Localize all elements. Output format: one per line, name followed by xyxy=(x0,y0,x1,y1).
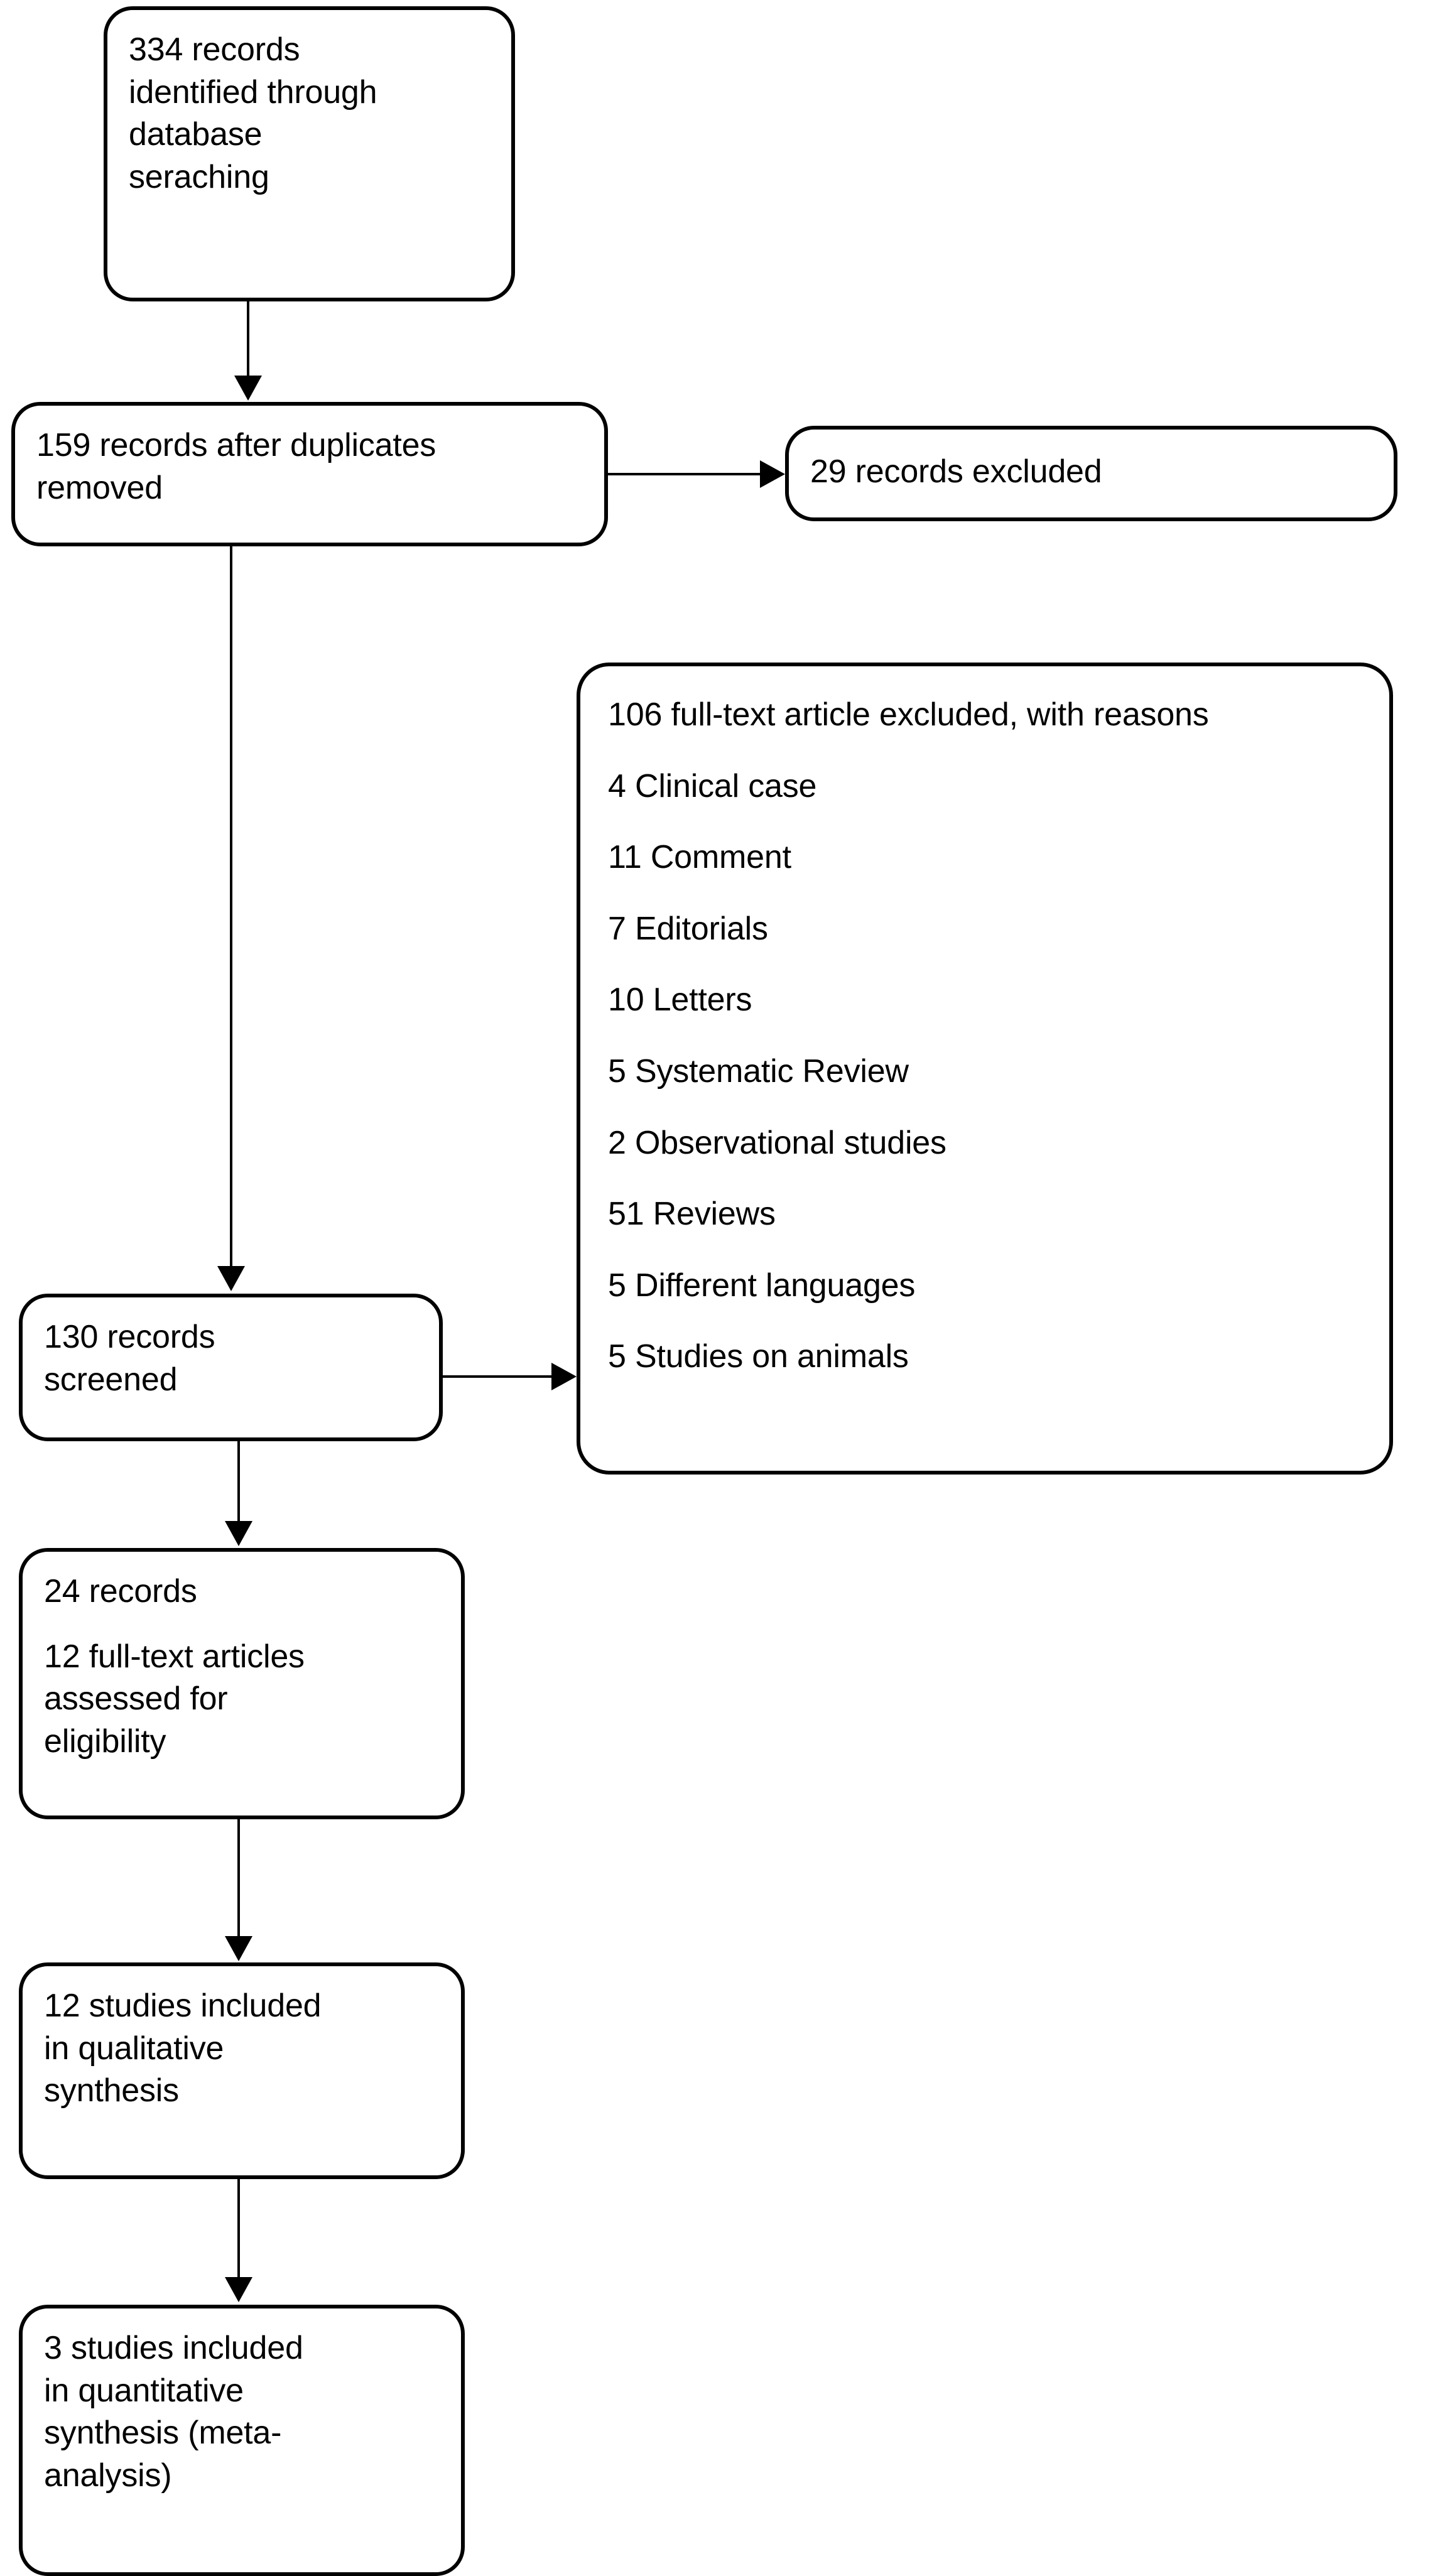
edge-duplicates-to-records-excluded xyxy=(608,473,762,475)
node-records-excluded: 29 records excluded xyxy=(785,426,1397,521)
node-line: 24 records xyxy=(44,1573,197,1610)
arrowhead-qualitative-to-quantitative xyxy=(225,2277,252,2302)
node-line: in qualitative xyxy=(44,2030,224,2067)
edge-qualitative-to-quantitative xyxy=(237,2179,240,2280)
node-records-identified: 334 records identified through database … xyxy=(104,6,515,301)
exclusion-reason-item: 4 Clinical case xyxy=(608,767,817,804)
edge-screened-to-full-text-excluded xyxy=(443,1375,553,1378)
exclusion-reason-item: 2 Observational studies xyxy=(608,1124,946,1161)
node-line: 12 full-text articles xyxy=(44,1638,305,1675)
node-line: analysis) xyxy=(44,2457,172,2494)
node-qualitative-synthesis: 12 studies included in qualitative synth… xyxy=(19,1962,465,2179)
exclusion-reason-item: 7 Editorials xyxy=(608,910,768,947)
edge-eligibility-to-qualitative xyxy=(237,1819,240,1939)
node-line: 29 records excluded xyxy=(810,453,1102,490)
edge-screened-to-eligibility xyxy=(237,1441,240,1523)
node-line: seraching xyxy=(129,158,269,195)
node-records-screened: 130 records screened xyxy=(19,1294,443,1441)
node-line: removed xyxy=(36,469,163,506)
arrowhead-screened-to-eligibility xyxy=(225,1521,252,1546)
node-line: identified through xyxy=(129,73,377,111)
node-records-identified-text: 334 records identified through database … xyxy=(107,10,511,198)
edge-duplicates-to-screened xyxy=(230,546,232,1269)
node-line: 12 studies included xyxy=(44,1988,322,2024)
node-after-duplicates-removed-text: 159 records after duplicates removed xyxy=(15,406,604,509)
node-line: 334 records xyxy=(129,31,300,68)
exclusion-reason-item: 5 Different languages xyxy=(608,1267,916,1304)
node-line: in quantitative xyxy=(44,2372,244,2409)
exclusion-header: 106 full-text article excluded, with rea… xyxy=(608,696,1209,733)
node-line: synthesis (meta- xyxy=(44,2415,282,2452)
node-line: 130 records xyxy=(44,1319,215,1355)
exclusion-reason-list: 106 full-text article excluded, with rea… xyxy=(580,666,1389,1378)
node-line: assessed for xyxy=(44,1680,228,1718)
node-records-excluded-text: 29 records excluded xyxy=(789,430,1394,494)
exclusion-reason-item: 51 Reviews xyxy=(608,1196,776,1233)
node-quantitative-synthesis: 3 studies included in quantitative synth… xyxy=(19,2305,465,2576)
exclusion-reason-item: 5 Studies on animals xyxy=(608,1338,909,1375)
arrowhead-eligibility-to-qualitative xyxy=(225,1936,252,1961)
node-full-text-excluded-reasons: 106 full-text article excluded, with rea… xyxy=(577,663,1393,1475)
exclusion-reason-item: 5 Systematic Review xyxy=(608,1053,909,1090)
node-quantitative-synthesis-text: 3 studies included in quantitative synth… xyxy=(23,2308,461,2497)
exclusion-reason-item: 11 Comment xyxy=(608,839,791,876)
node-line: 159 records after duplicates xyxy=(36,427,437,463)
node-qualitative-synthesis-text: 12 studies included in qualitative synth… xyxy=(23,1966,461,2113)
arrowhead-identified-to-duplicates xyxy=(234,376,262,401)
edge-identified-to-duplicates xyxy=(247,301,249,378)
node-line: 3 studies included xyxy=(44,2330,303,2366)
exclusion-reason-item: 10 Letters xyxy=(608,982,752,1019)
node-line: database xyxy=(129,116,263,153)
node-assessed-for-eligibility-text: 24 records 12 full-text articles assesse… xyxy=(23,1552,461,1763)
node-line: synthesis xyxy=(44,2072,179,2109)
node-assessed-for-eligibility: 24 records 12 full-text articles assesse… xyxy=(19,1548,465,1819)
node-line: eligibility xyxy=(44,1723,166,1760)
arrowhead-duplicates-to-records-excluded xyxy=(760,460,785,488)
arrowhead-screened-to-full-text-excluded xyxy=(551,1363,577,1390)
node-after-duplicates-removed: 159 records after duplicates removed xyxy=(11,402,608,546)
arrowhead-duplicates-to-screened xyxy=(217,1266,245,1291)
node-records-screened-text: 130 records screened xyxy=(23,1297,439,1401)
node-line: screened xyxy=(44,1361,178,1398)
